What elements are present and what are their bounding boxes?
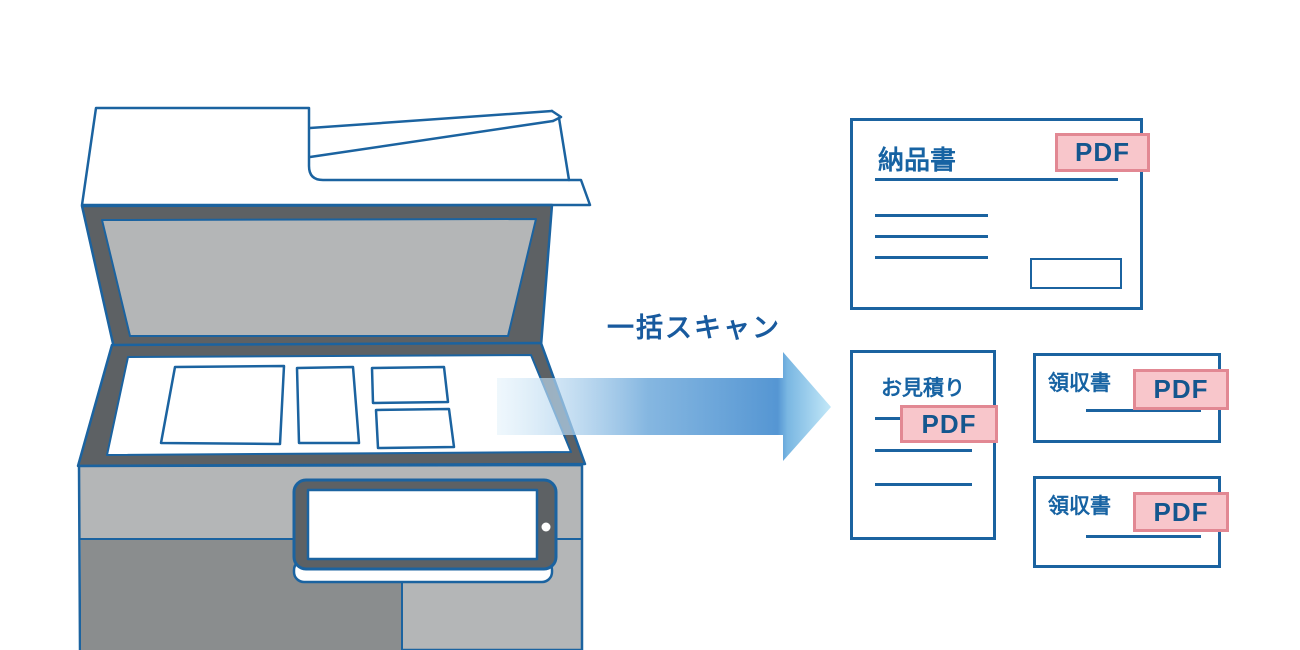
paper-large (159, 364, 286, 446)
documents-on-glass (159, 364, 456, 450)
scanner-lid-top (80, 106, 592, 207)
paper-small-bottom (374, 407, 456, 450)
document-title: お見積り (881, 377, 965, 400)
control-panel-screen (306, 488, 539, 561)
pdf-badge: PDF (1133, 369, 1229, 410)
scan-arrow-label: 一括スキャン (607, 313, 781, 343)
paper-small-top (370, 365, 450, 405)
pdf-badge-label: PDF (1153, 496, 1209, 527)
adf-tray-icon (308, 109, 571, 182)
amount-box (1030, 258, 1122, 289)
text-line (875, 214, 988, 217)
paper-tall (295, 365, 361, 445)
text-line (875, 483, 972, 486)
text-line (1086, 409, 1201, 412)
text-line (1086, 535, 1201, 538)
title-underline (875, 178, 1118, 181)
pdf-badge-label: PDF (921, 408, 977, 439)
document-card-quotation: お見積り (850, 350, 996, 540)
pdf-badge: PDF (1055, 133, 1150, 172)
document-title: 領収書 (1048, 495, 1111, 518)
pdf-badge: PDF (1133, 492, 1229, 532)
pdf-badge-label: PDF (1075, 137, 1130, 167)
power-button (541, 522, 551, 532)
text-line (875, 449, 972, 452)
lid-underside-mat (101, 218, 537, 337)
document-title: 納品書 (878, 145, 957, 175)
document-title: 領収書 (1048, 372, 1111, 395)
text-line (875, 235, 988, 238)
text-line (875, 256, 988, 259)
pdf-badge-label: PDF (1153, 374, 1209, 404)
scan-arrow-icon (497, 352, 831, 461)
pdf-badge: PDF (900, 405, 998, 443)
